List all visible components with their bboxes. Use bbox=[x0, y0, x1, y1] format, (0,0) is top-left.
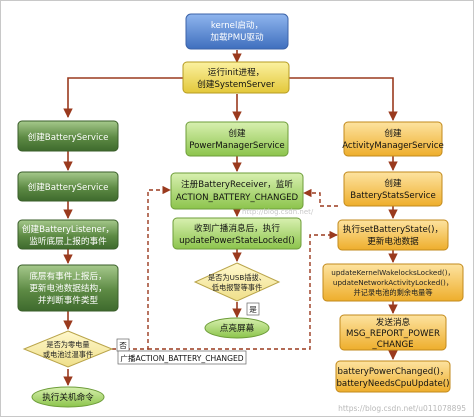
node-bs-report-line-1: 底层有事件上报后， bbox=[29, 270, 106, 282]
node-pms-register-line-2: ACTION_BATTERY_CHANGED bbox=[176, 193, 299, 203]
edge-label-broadcast-text: 广播ACTION_BATTERY_CHANGED bbox=[120, 353, 243, 363]
node-screen-on: 点亮屏幕 bbox=[204, 317, 270, 339]
node-pms-decision-line-1: 是否为USB插拔、 bbox=[208, 273, 266, 282]
node-pms-create-line-1: 创建 bbox=[228, 127, 246, 139]
watermark-center: http://blog.csdn.net/ bbox=[242, 208, 314, 216]
node-bs-listener: 创建BatteryListener， 监听底层上报的事件 bbox=[17, 219, 119, 250]
node-ams-create: 创建 ActivityManagerService bbox=[342, 121, 444, 157]
node-init-line-1: 运行init进程， bbox=[208, 66, 265, 78]
node-pms-register: 注册BatteryReceiver，监听 ACTION_BATTERY_CHAN… bbox=[170, 172, 304, 210]
dashed-connectors bbox=[112, 185, 338, 350]
edge-label-no-text: 否 bbox=[119, 341, 127, 350]
node-battery-changed-line-2: batteryNeedsCpuUpdate() bbox=[336, 379, 449, 389]
node-set-battery-state-line-1: 执行setBatteryState()， bbox=[343, 223, 443, 235]
node-update-locked-line-2: updateNetworkActivityLocked()， bbox=[333, 278, 453, 287]
node-bs-listener-line-2: 监听底层上报的事件 bbox=[29, 235, 107, 247]
node-screen-on-label: 点亮屏幕 bbox=[220, 322, 255, 334]
node-kernel-line-2: 加载PMU驱动 bbox=[210, 31, 264, 43]
node-bs-decision-line-2: 或电池过温事件 bbox=[43, 350, 93, 359]
node-pms-register-line-1: 注册BatteryReceiver，监听 bbox=[181, 178, 293, 190]
node-bs-listener-line-1: 创建BatteryListener， bbox=[22, 223, 114, 235]
node-pms-create-line-2: PowerManagerService bbox=[189, 141, 284, 151]
node-pms-receive-line-1: 收到广播消息后，执行 bbox=[194, 222, 280, 234]
node-set-battery-state-line-2: 更新电池数据 bbox=[367, 235, 419, 247]
node-pms-receive: 收到广播消息后，执行 updatePowerStateLocked() bbox=[172, 217, 302, 250]
node-pms-decision: 是否为USB插拔、 低电报警等事件 bbox=[193, 262, 281, 302]
node-bss-create: 创建 BatteryStatsService bbox=[343, 171, 443, 207]
node-bs-create-2: 创建BatteryService bbox=[17, 171, 119, 202]
node-bs-report-line-2: 更新电池数据结构， bbox=[29, 282, 106, 294]
edge-label-yes: 是 bbox=[246, 302, 260, 316]
node-send-msg: 发送消息 MSG_REPORT_POWER _CHANGE bbox=[339, 314, 447, 351]
node-bs-create-1-label: 创建BatteryService bbox=[28, 131, 109, 143]
watermark-footer: https://blog.csdn.net/u011078895 bbox=[338, 404, 466, 413]
node-update-locked-line-1: updateKernelWakelocksLocked()， bbox=[331, 268, 454, 277]
edge-label-broadcast: 广播ACTION_BATTERY_CHANGED bbox=[117, 350, 247, 365]
connectors bbox=[63, 50, 398, 386]
node-bs-create-1: 创建BatteryService bbox=[17, 120, 119, 152]
node-kernel: kernel启动， 加载PMU驱动 bbox=[185, 13, 289, 50]
node-send-msg-line-2: MSG_REPORT_POWER bbox=[346, 329, 440, 339]
node-ams-create-line-2: ActivityManagerService bbox=[342, 141, 444, 151]
node-shutdown: 执行关机命令 bbox=[31, 386, 105, 408]
node-pms-create: 创建 PowerManagerService bbox=[185, 121, 289, 157]
node-bss-create-line-1: 创建 bbox=[384, 177, 402, 189]
node-send-msg-line-3: _CHANGE bbox=[371, 340, 413, 350]
edge-label-no: 否 bbox=[116, 338, 130, 352]
node-send-msg-line-1: 发送消息 bbox=[376, 316, 411, 328]
node-bs-decision-line-1: 是否为零电量 bbox=[46, 340, 89, 349]
node-update-locked: updateKernelWakelocksLocked()， updateNet… bbox=[322, 263, 464, 302]
node-pms-decision-line-2: 低电报警等事件 bbox=[212, 283, 262, 292]
node-battery-changed: batteryPowerChanged()， batteryNeedsCpuUp… bbox=[335, 360, 451, 393]
node-pms-receive-line-2: updatePowerStateLocked() bbox=[179, 236, 295, 246]
node-update-locked-line-3: 并记录电池的剩余电量等 bbox=[353, 288, 432, 297]
node-bs-report-line-3: 并判断事件类型 bbox=[38, 294, 99, 306]
node-shutdown-label: 执行关机命令 bbox=[42, 391, 94, 403]
node-bs-create-2-label: 创建BatteryService bbox=[28, 181, 109, 193]
node-battery-changed-line-1: batteryPowerChanged()， bbox=[337, 367, 448, 377]
node-bs-report: 底层有事件上报后， 更新电池数据结构， 并判断事件类型 bbox=[17, 264, 119, 312]
node-set-battery-state: 执行setBatteryState()， 更新电池数据 bbox=[337, 219, 449, 251]
node-ams-create-line-1: 创建 bbox=[384, 127, 402, 139]
node-bss-create-line-2: BatteryStatsService bbox=[350, 191, 436, 201]
node-bs-decision: 是否为零电量 或电池过温事件 bbox=[22, 330, 114, 368]
node-kernel-line-1: kernel启动， bbox=[211, 19, 263, 31]
node-init-line-2: 创建SystemServer bbox=[197, 78, 275, 90]
edge-label-yes-text: 是 bbox=[249, 305, 257, 314]
node-init: 运行init进程， 创建SystemServer bbox=[182, 61, 290, 94]
